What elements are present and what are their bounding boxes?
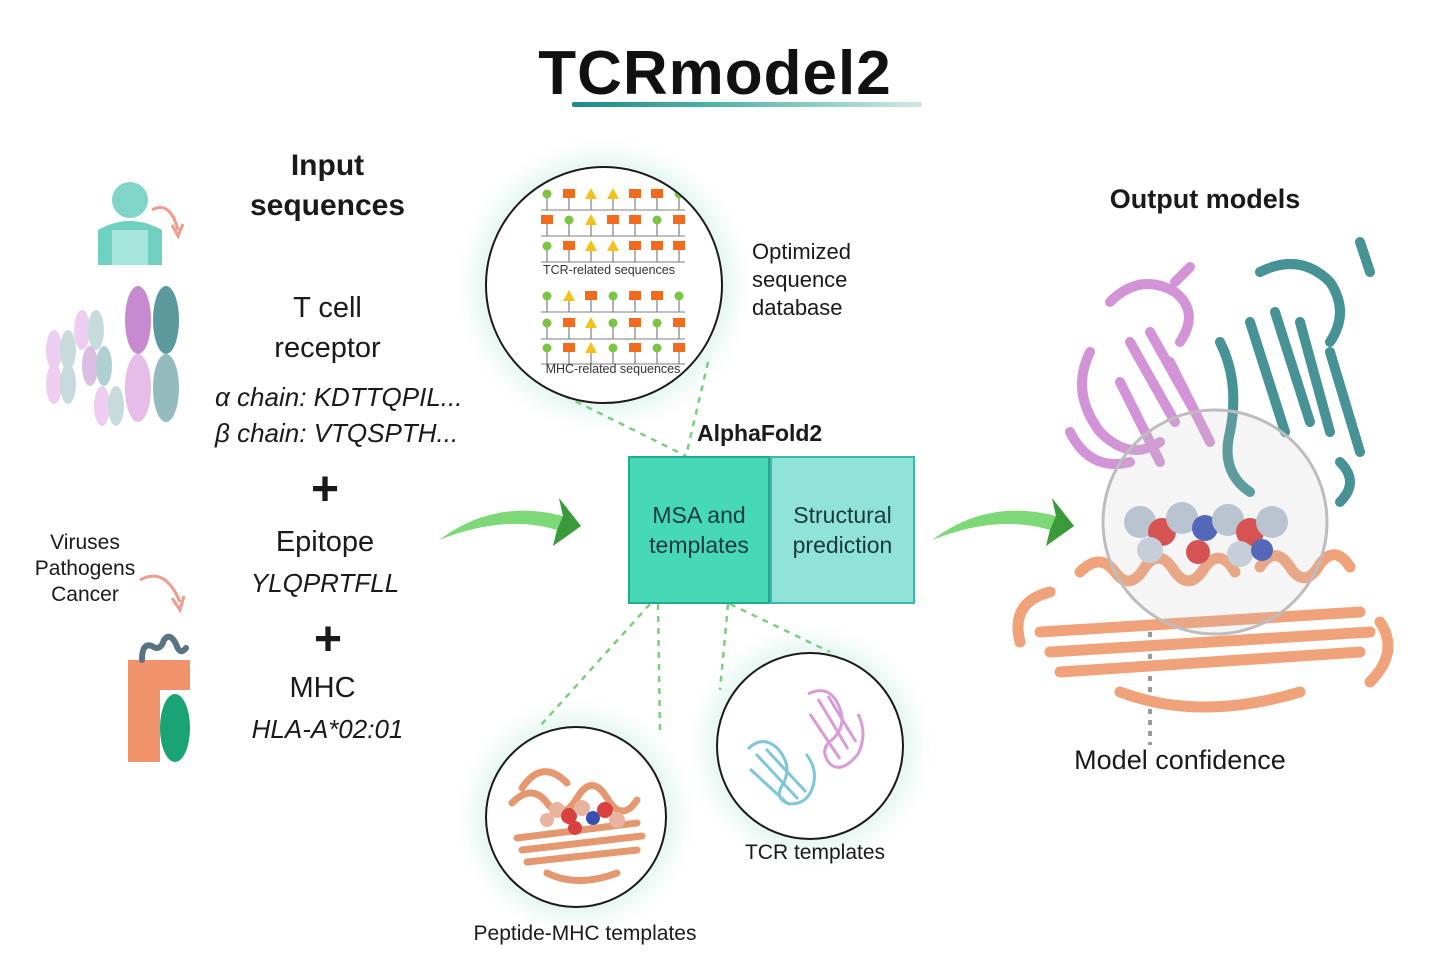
database-label: Optimized sequence database (752, 239, 852, 320)
residue-triangle-icon (585, 188, 597, 199)
mhc-label: MHC (289, 672, 356, 704)
figure-title: TCRmodel2 (538, 39, 892, 108)
mhc-light-chain (160, 694, 190, 762)
alpha-chain-seq: KDTTQPIL... (313, 382, 463, 412)
residue-square-icon (629, 189, 641, 198)
output-heading: Output models (1109, 184, 1301, 214)
residue-circle-icon (674, 189, 684, 199)
curved-arrow-icon (139, 574, 182, 603)
residue-circle-icon (608, 318, 618, 328)
beta-chain-seq: VTQSPTH... (313, 418, 459, 448)
residue-circle-icon (564, 215, 574, 225)
person-icon (98, 182, 162, 265)
beta-chain-row: β chain: VTQSPTH... (215, 418, 485, 449)
residue-triangle-icon (585, 214, 597, 225)
residue-square-icon (541, 215, 553, 224)
residue-square-icon (629, 241, 641, 250)
plus-sign-2: + (313, 613, 343, 666)
residue-square-icon (563, 241, 575, 250)
residue-circle-icon (652, 343, 662, 353)
residue-square-icon (673, 318, 685, 327)
residue-circle-icon (542, 343, 552, 353)
residue-circle-icon (608, 291, 618, 301)
residue-circle-icon (542, 318, 552, 328)
mhc-illustration (128, 574, 190, 762)
output-arrow-icon (932, 498, 1074, 546)
residue-square-icon (673, 215, 685, 224)
residue-circle-icon (542, 241, 552, 251)
residue-circle-icon (542, 189, 552, 199)
residue-triangle-icon (607, 188, 619, 199)
confidence-sphere (1101, 408, 1329, 636)
residue-square-icon (563, 343, 575, 352)
residue-square-icon (629, 291, 641, 300)
curved-arrow-icon (151, 206, 180, 231)
input-heading: Input sequences (249, 149, 406, 222)
residue-triangle-icon (585, 317, 597, 328)
residue-circle-icon (652, 215, 662, 225)
residue-square-icon (629, 215, 641, 224)
residue-triangle-icon (563, 290, 575, 301)
residue-triangle-icon (607, 240, 619, 251)
source-cancer: Cancer (51, 583, 119, 606)
residue-circle-icon (674, 291, 684, 301)
alpha-chain-label: α chain: (215, 382, 307, 412)
plus-sign-1: + (310, 463, 340, 516)
residue-square-icon (607, 215, 619, 224)
alphafold-title: AlphaFold2 (697, 420, 823, 446)
input-arrow-icon (439, 498, 581, 546)
epitope-label: Epitope (275, 526, 375, 558)
pmhc-templates-label: Peptide-MHC templates (473, 922, 697, 945)
tcr-label: T cell receptor (274, 292, 381, 364)
beta-chain-label: β chain: (215, 418, 307, 448)
sources-label: Viruses Pathogens Cancer (20, 530, 150, 608)
residue-square-icon (585, 291, 597, 300)
residue-square-icon (563, 318, 575, 327)
mhc-allele: HLA-A*02:01 (251, 714, 404, 744)
peptide-icon (139, 633, 189, 663)
residue-square-icon (629, 318, 641, 327)
peptide-mhc-template-circle (485, 726, 667, 908)
epitope-seq: YLQPRTFLL (250, 568, 400, 598)
residue-square-icon (563, 189, 575, 198)
tcell-illustration (46, 182, 185, 426)
residue-square-icon (651, 189, 663, 198)
residue-square-icon (629, 343, 641, 352)
residue-square-icon (673, 343, 685, 352)
residue-triangle-icon (585, 342, 597, 353)
residue-circle-icon (542, 291, 552, 301)
tcr-structure-image (746, 689, 865, 806)
tcr-templates-label: TCR templates (744, 841, 886, 864)
pmhc-structure-image (508, 768, 646, 884)
output-model-structure (1012, 237, 1394, 713)
source-pathogens: Pathogens (34, 557, 136, 580)
source-viruses: Viruses (50, 531, 120, 554)
residue-circle-icon (608, 343, 618, 353)
sequence-glyphs: TCR-related sequences MHC-related sequen… (541, 188, 685, 376)
alpha-chain-row: α chain: KDTTQPIL... (215, 382, 485, 413)
residue-square-icon (651, 291, 663, 300)
tcr-template-circle (716, 652, 904, 840)
residue-square-icon (673, 241, 685, 250)
sequence-database-circle: TCR-related sequences MHC-related sequen… (485, 166, 723, 404)
model-confidence-label: Model confidence (1074, 745, 1286, 775)
residue-square-icon (651, 241, 663, 250)
tcr-sequences-caption: TCR-related sequences (543, 263, 675, 277)
cell-cluster (46, 286, 179, 426)
residue-triangle-icon (585, 240, 597, 251)
residue-circle-icon (652, 318, 662, 328)
title-underline (572, 102, 922, 107)
mhc-sequences-caption: MHC-related sequences (546, 362, 681, 376)
